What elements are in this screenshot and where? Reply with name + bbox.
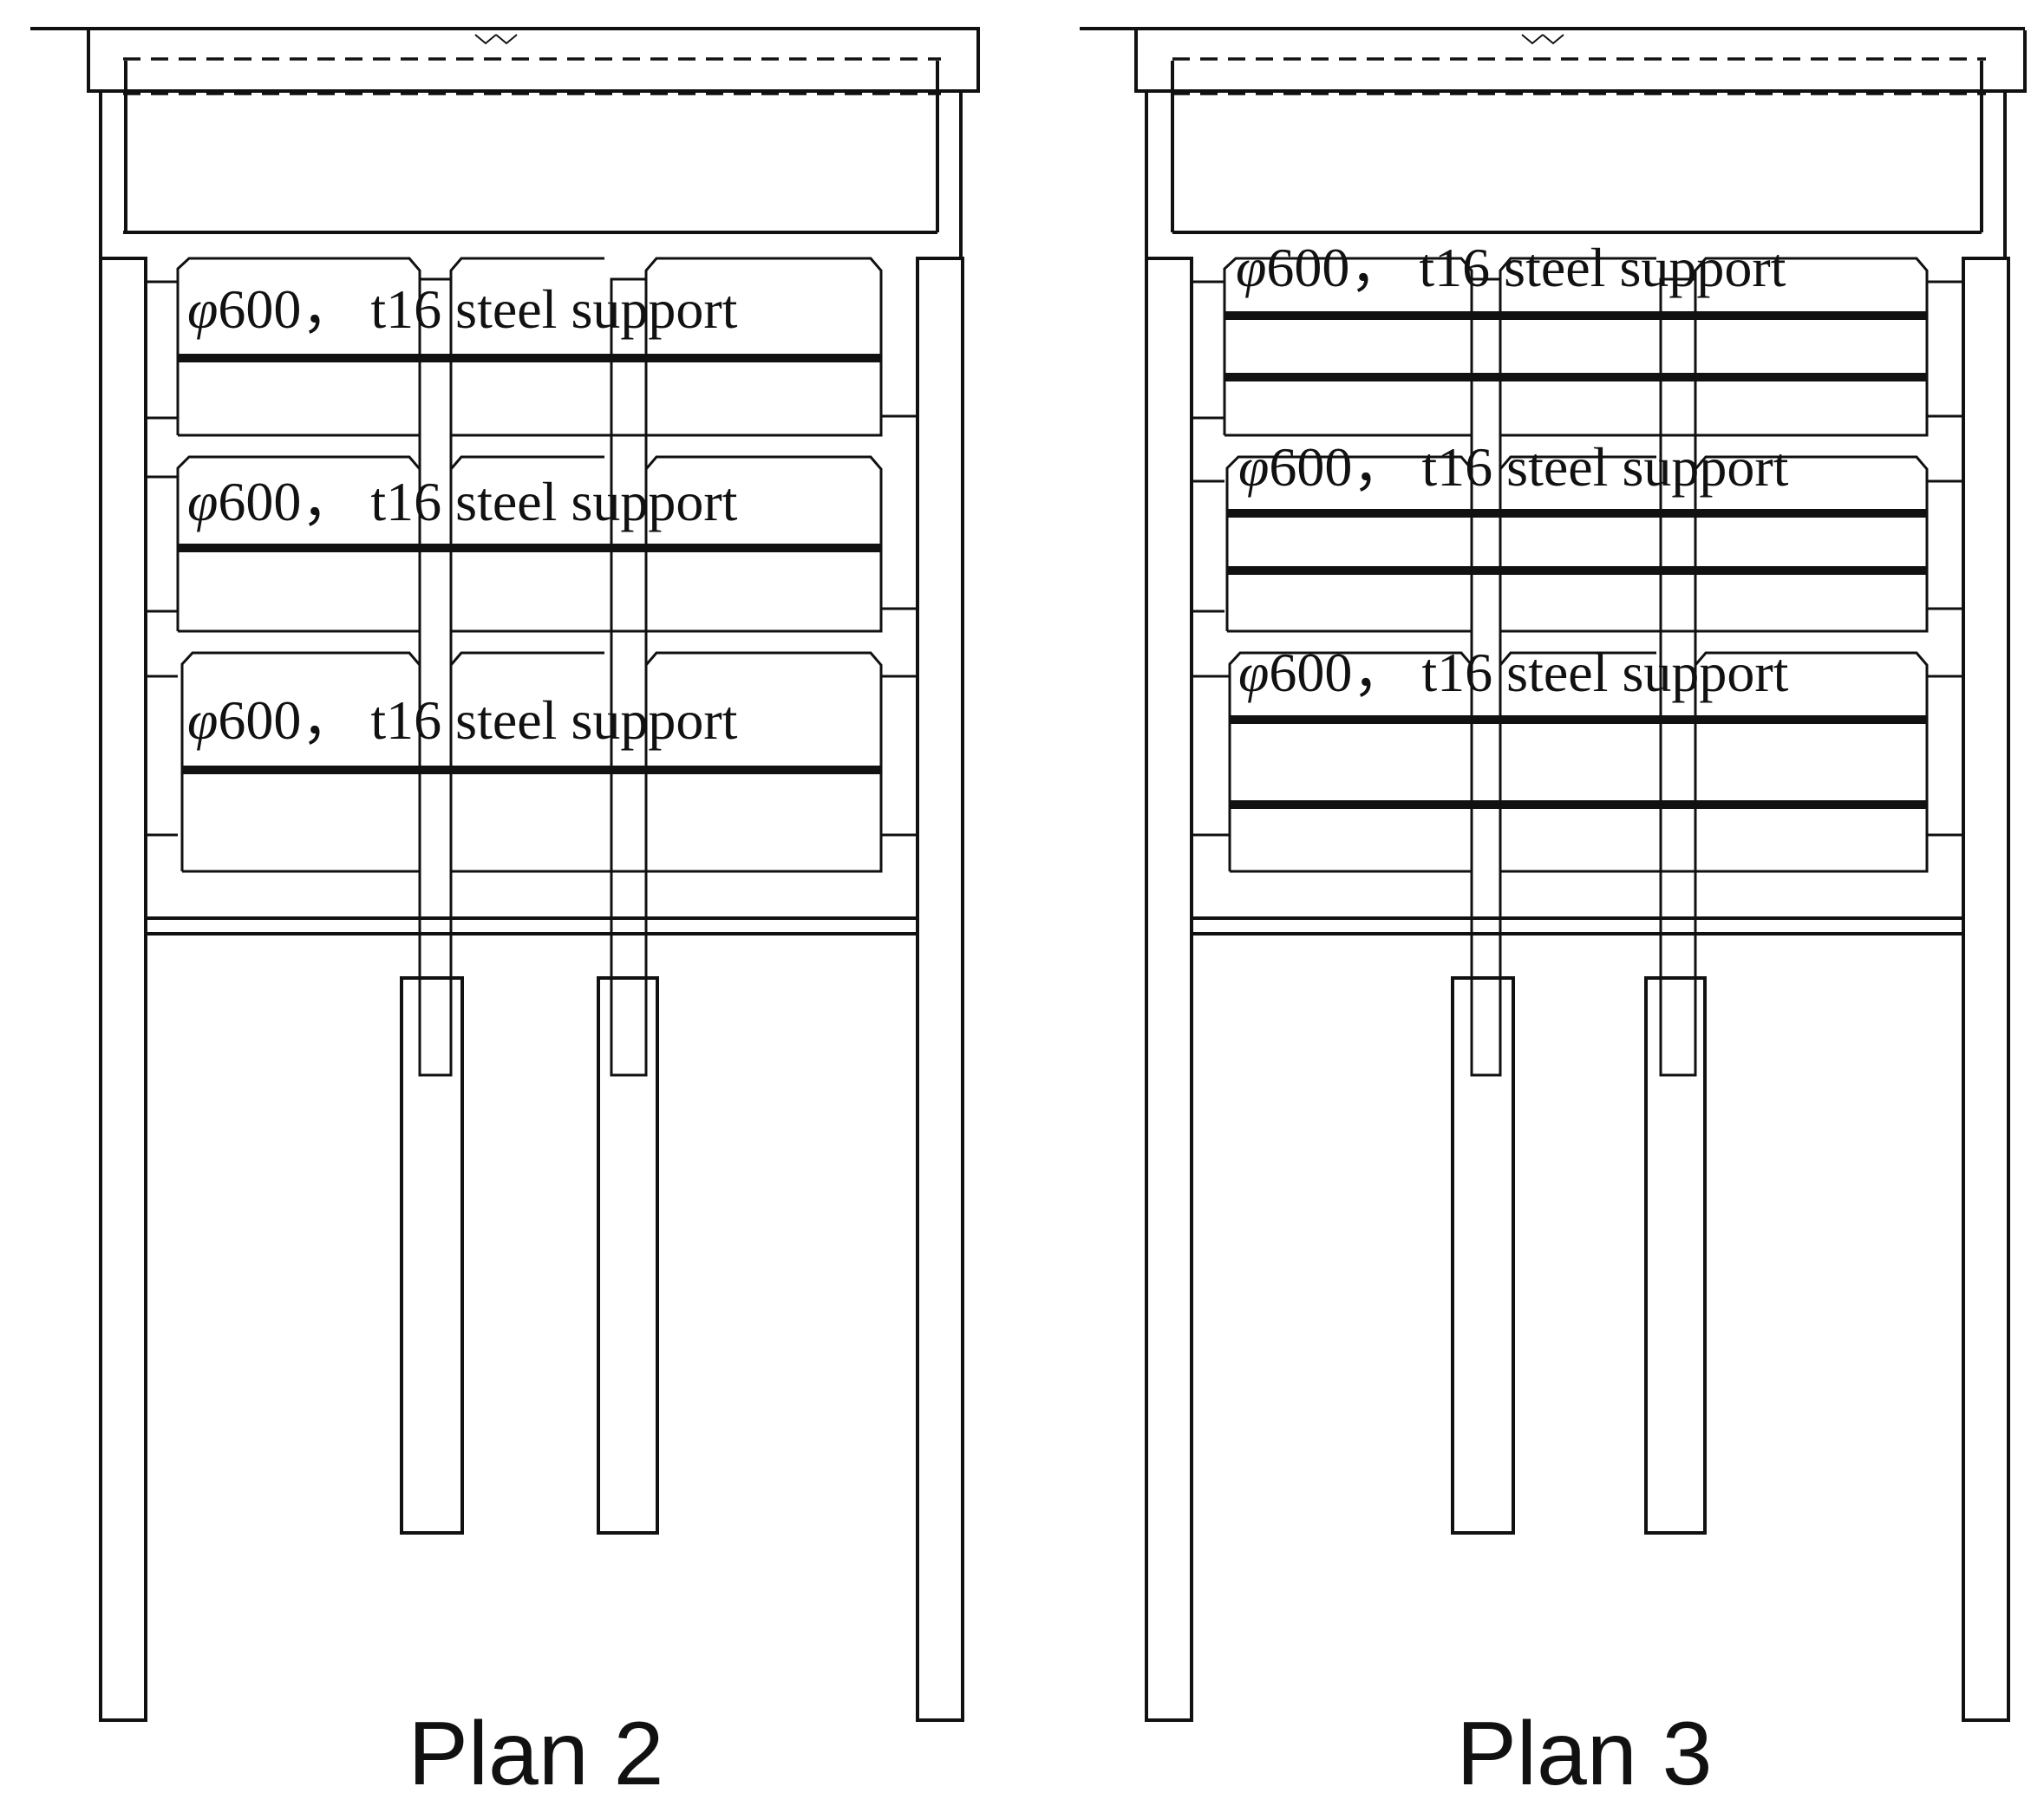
column-pile-right <box>1644 976 1707 1535</box>
lattice-column-right <box>610 277 648 1077</box>
diaphragm-wall-left <box>99 257 147 1722</box>
support-level-3-frame <box>180 651 883 873</box>
support-label-1: φ600， t16 steel support <box>1236 237 1786 298</box>
support-label-2: φ600， t16 steel support <box>1238 436 1789 498</box>
column-pile-left <box>1451 976 1515 1535</box>
lattice-column-left <box>418 277 453 1077</box>
plan-2-caption: Plan 2 <box>408 1704 664 1804</box>
svg-text:φ600， t16 steel support: φ600， t16 steel support <box>187 471 738 532</box>
diaphragm-wall-right <box>1962 257 2010 1722</box>
column-pile-right <box>597 976 659 1535</box>
water-level-symbol <box>1521 34 1564 45</box>
wale-stubs <box>1192 280 1963 837</box>
diaphragm-wall-right <box>916 257 964 1722</box>
diaphragm-wall-left <box>1145 257 1193 1722</box>
svg-text:φ600， t16 steel support: φ600， t16 steel support <box>187 689 738 751</box>
support-label-3: φ600， t16 steel support <box>1238 642 1789 703</box>
svg-text:φ600， t16 steel support: φ600， t16 steel support <box>187 278 738 340</box>
support-label-2: φ600， t16 steel support <box>187 471 738 532</box>
lattice-column-left <box>1470 277 1502 1077</box>
svg-text:φ600， t16 steel support: φ600， t16 steel support <box>1236 237 1786 298</box>
wale-stubs <box>146 280 918 837</box>
lattice-column-right <box>1659 277 1697 1077</box>
support-label-1: φ600， t16 steel support <box>187 278 738 340</box>
plan-2-section: φ600， t16 steel support φ600， t16 steel … <box>30 27 980 1804</box>
support-label-3: φ600， t16 steel support <box>187 689 738 751</box>
svg-text:φ600， t16 steel support: φ600， t16 steel support <box>1238 436 1789 498</box>
column-pile-left <box>400 976 464 1535</box>
crown-beam <box>87 30 980 93</box>
plan-3-caption: Plan 3 <box>1457 1704 1713 1804</box>
plan-3-section: φ600， t16 steel support φ600， t16 steel … <box>1080 27 2027 1804</box>
svg-text:φ600， t16 steel support: φ600， t16 steel support <box>1238 642 1789 703</box>
water-level-symbol <box>474 34 518 45</box>
crown-beam <box>1134 30 2027 93</box>
